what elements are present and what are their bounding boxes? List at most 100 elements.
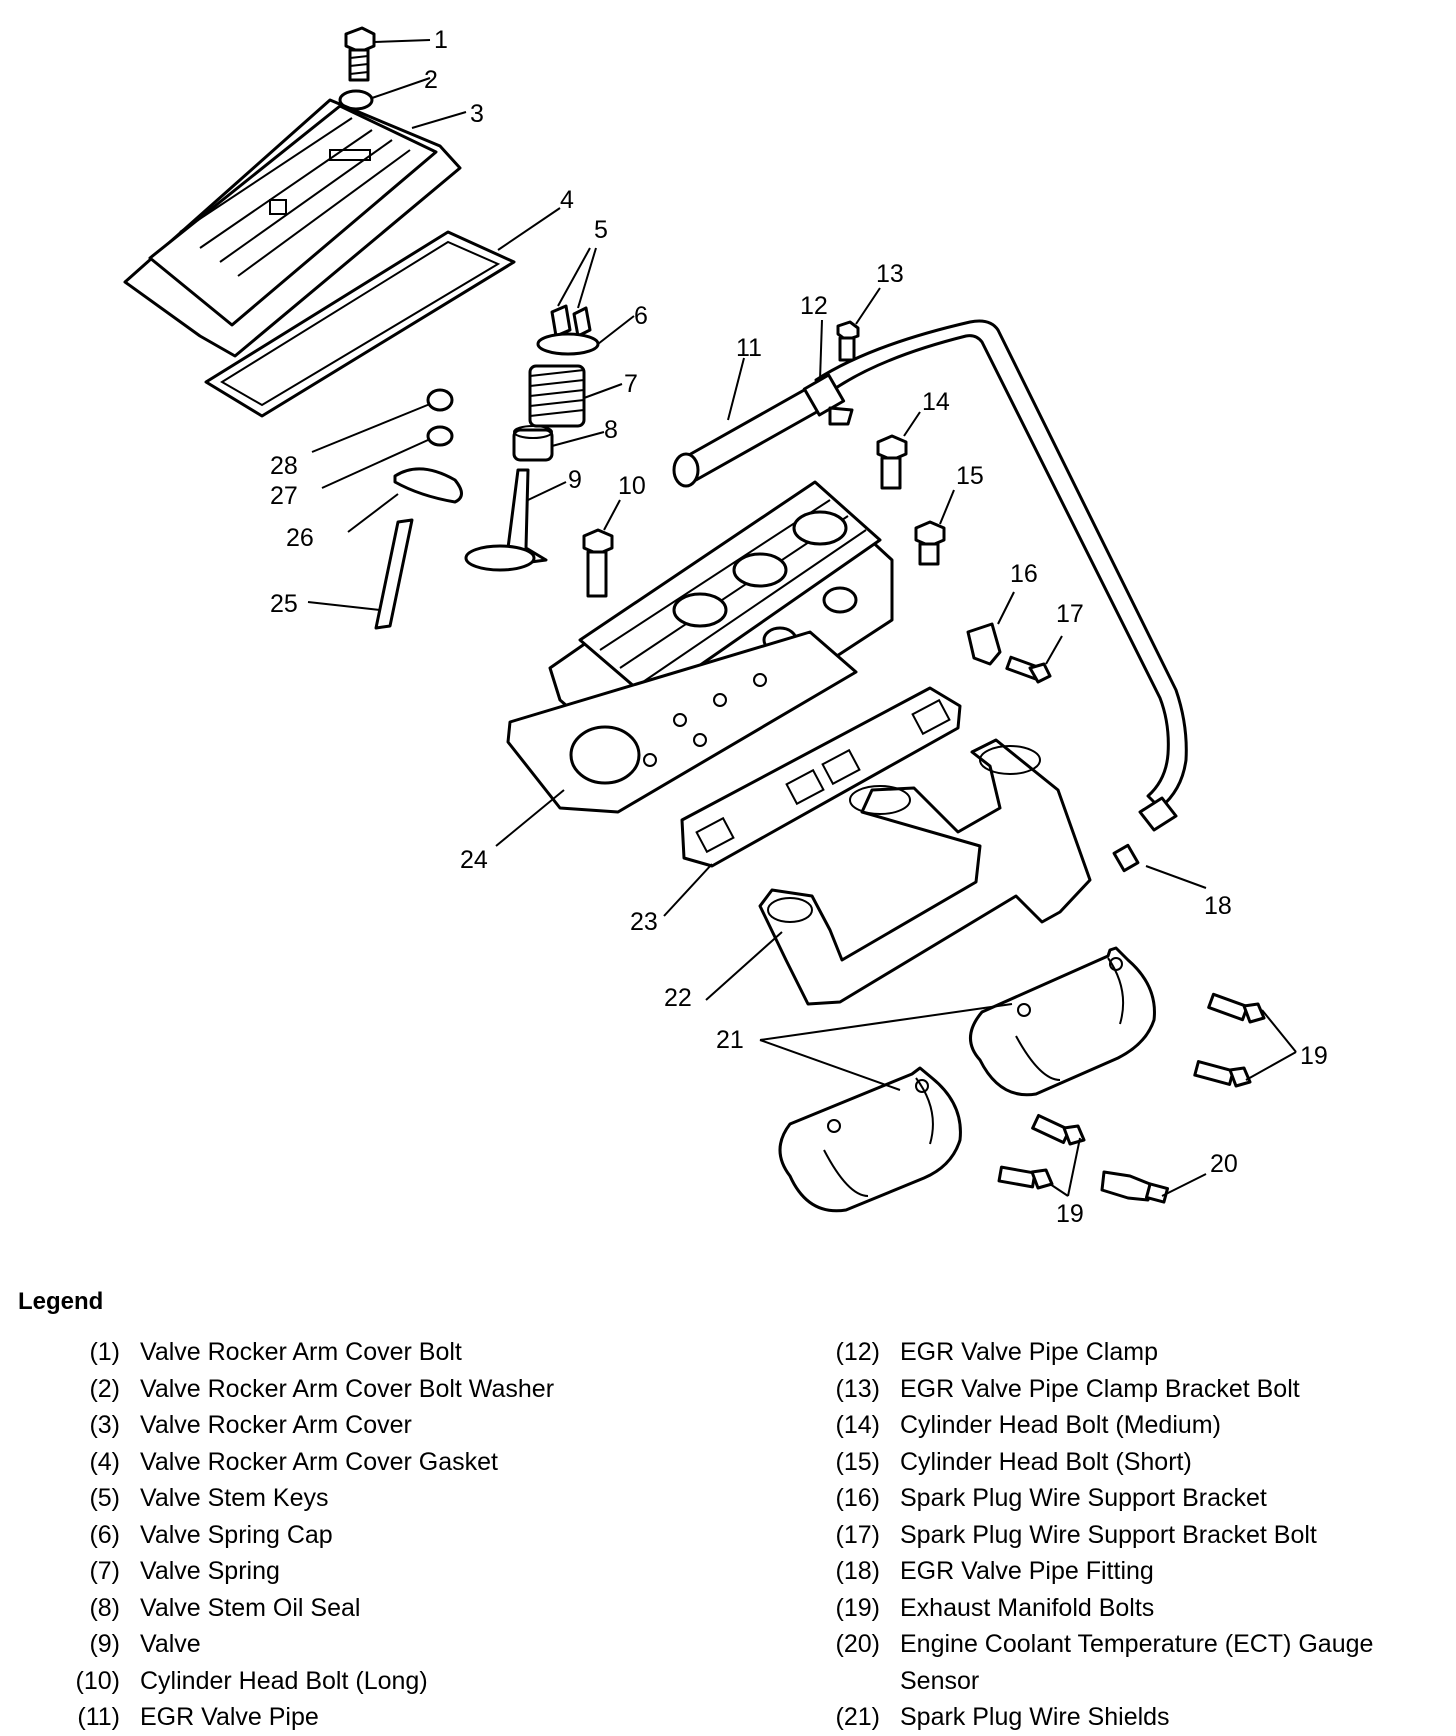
- legend-item: (4)Valve Rocker Arm Cover Gasket: [0, 1444, 720, 1481]
- legend-item: (7) Valve Spring: [0, 1553, 720, 1590]
- part-26: [393, 467, 463, 504]
- callout-3: 3: [470, 100, 484, 128]
- legend-item-text: EGR Valve Pipe: [140, 1703, 319, 1731]
- valve-rocker-arm-cover-gasket: [204, 230, 516, 418]
- part-28: [426, 388, 454, 412]
- valve-spring-cap: [536, 332, 600, 356]
- callout-18: 18: [1204, 892, 1232, 920]
- callout-23: 23: [630, 908, 658, 936]
- legend-item-number: (11): [77, 1703, 120, 1731]
- legend-item-number: (21): [835, 1703, 880, 1731]
- exploded-parts-diagram: 1 2 3 4 5 6 7 8 9 10 11 12 13 14 15 16 1…: [123, 26, 1328, 1228]
- legend-item: (10) Cylinder Head Bolt (Long): [0, 1663, 720, 1700]
- legend-item: (6)Valve Spring Cap: [0, 1517, 720, 1554]
- callout-labels: 1 2 3 4 5 6 7 8 9 10 11 12 13 14 15 16 1…: [270, 26, 1328, 1228]
- cylinder-head-bolt-short: [914, 520, 946, 566]
- legend-item: (15) Cylinder Head Bolt (Short): [760, 1444, 1450, 1481]
- callout-16: 16: [1010, 560, 1038, 588]
- legend-item-text: EGR Valve Pipe Clamp Bracket Bolt: [900, 1374, 1300, 1403]
- legend-item-number: (15): [835, 1447, 880, 1476]
- callout-24: 24: [460, 846, 488, 874]
- legend-item: (13) EGR Valve Pipe Clamp Bracket Bolt: [760, 1371, 1450, 1408]
- legend-item-number: (6): [89, 1520, 120, 1549]
- callout-9: 9: [568, 466, 582, 494]
- legend-item-number: (2): [89, 1374, 120, 1403]
- callout-1: 1: [434, 26, 448, 54]
- callout-4: 4: [560, 186, 574, 214]
- callout-15: 15: [956, 462, 984, 490]
- legend-item-number: (18): [835, 1557, 880, 1585]
- rocker-cover-bolt-washer: [338, 89, 374, 111]
- legend-title: Legend: [18, 1288, 104, 1315]
- part-25: [374, 518, 414, 630]
- egr-valve-pipe-fitting: [1112, 796, 1178, 873]
- leader-lines: [307, 39, 1297, 1197]
- callout-14: 14: [922, 388, 950, 416]
- legend-item: (17)Spark Plug Wire Support Bracket Bolt: [760, 1517, 1450, 1554]
- exhaust-manifold-bolts-upper: [1193, 992, 1266, 1088]
- legend-item-number: (20): [835, 1630, 880, 1658]
- callout-25: 25: [270, 590, 298, 618]
- legend-item: (16)Spark Plug Wire Support Bracket: [760, 1480, 1450, 1517]
- legend-right-column: (12)EGR Valve Pipe Clamp (13) EGR Valve Pi…: [760, 1334, 1450, 1736]
- callout-27: 27: [270, 482, 298, 510]
- legend-item-number: (8): [89, 1593, 120, 1622]
- legend-item-number: (3): [89, 1411, 120, 1439]
- legend-item: (18) EGR Valve Pipe Fitting: [760, 1553, 1450, 1590]
- legend-item-text: Cylinder Head Bolt (Short): [900, 1447, 1192, 1476]
- legend-item-text: Valve Rocker Arm Cover Bolt: [140, 1338, 462, 1366]
- legend-item-text: Cylinder Head Bolt (Long): [140, 1666, 428, 1695]
- legend-item-number: (16): [835, 1484, 880, 1512]
- legend-item-number: (5): [89, 1484, 120, 1512]
- callout-8: 8: [604, 416, 618, 444]
- exhaust-manifold: [758, 738, 1092, 1006]
- callout-21: 21: [716, 1026, 744, 1054]
- legend-item-number: (10): [75, 1666, 120, 1695]
- valve-stem-oil-seal: [512, 425, 554, 462]
- callout-19-upper: 19: [1300, 1042, 1328, 1070]
- legend-item-number: (7): [89, 1557, 120, 1585]
- legend-item: (2)Valve Rocker Arm Cover Bolt Washer: [0, 1371, 720, 1408]
- rocker-cover-bolt: [344, 26, 376, 82]
- callout-17: 17: [1056, 600, 1084, 628]
- legend-item: (21)Spark Plug Wire Shields: [760, 1699, 1450, 1736]
- legend-item: (1)Valve Rocker Arm Cover Bolt: [0, 1334, 720, 1371]
- legend-item-text: Valve Rocker Arm Cover: [140, 1411, 412, 1439]
- legend-item: (3) Valve Rocker Arm Cover: [0, 1407, 720, 1444]
- callout-20: 20: [1210, 1150, 1238, 1178]
- legend-item-number: (9): [89, 1630, 120, 1658]
- ect-gauge-sensor: [1100, 1170, 1170, 1204]
- callout-28: 28: [270, 452, 298, 480]
- legend-item-text: Valve Stem Keys: [140, 1484, 329, 1512]
- legend-item-text: Valve Spring: [140, 1557, 280, 1585]
- callout-13: 13: [876, 260, 904, 288]
- cylinder-head-bolt-long: [582, 528, 614, 598]
- egr-pipe-clamp-bracket-bolt: [836, 320, 860, 362]
- spark-plug-wire-shield-upper: [969, 946, 1156, 1097]
- legend-item-number: (17): [835, 1520, 880, 1549]
- spark-plug-wire-support-bracket: [966, 622, 1002, 666]
- callout-26: 26: [286, 524, 314, 552]
- callout-6: 6: [634, 302, 648, 330]
- legend-item-text: Valve Rocker Arm Cover Gasket: [140, 1447, 498, 1476]
- legend-item: (14)Cylinder Head Bolt (Medium): [760, 1407, 1450, 1444]
- legend-item-number: (13): [835, 1374, 880, 1403]
- cylinder-head-gasket: [506, 630, 858, 814]
- legend-item: (9)Valve: [0, 1626, 720, 1663]
- legend-item-text: EGR Valve Pipe Clamp: [900, 1338, 1158, 1366]
- legend-item: (12)EGR Valve Pipe Clamp: [760, 1334, 1450, 1371]
- legend-item: (19) Exhaust Manifold Bolts: [760, 1590, 1450, 1627]
- exhaust-manifold-gasket: [680, 686, 962, 868]
- legend-item-text: Cylinder Head Bolt (Medium): [900, 1411, 1221, 1439]
- callout-11: 11: [736, 334, 762, 362]
- legend-item-text: Exhaust Manifold Bolts: [900, 1593, 1155, 1622]
- legend-left-column: (1)Valve Rocker Arm Cover Bolt(2)Valve R…: [0, 1334, 720, 1736]
- valve: [464, 468, 548, 572]
- legend-item: (11) EGR Valve Pipe: [0, 1699, 720, 1736]
- legend-item-number: (19): [835, 1593, 880, 1622]
- legend-item-text: Valve Stem Oil Seal: [140, 1593, 361, 1622]
- callout-2: 2: [424, 66, 438, 94]
- legend-item-text: EGR Valve Pipe Fitting: [900, 1557, 1154, 1585]
- callout-5: 5: [594, 216, 608, 244]
- callout-19-lower: 19: [1056, 1200, 1084, 1228]
